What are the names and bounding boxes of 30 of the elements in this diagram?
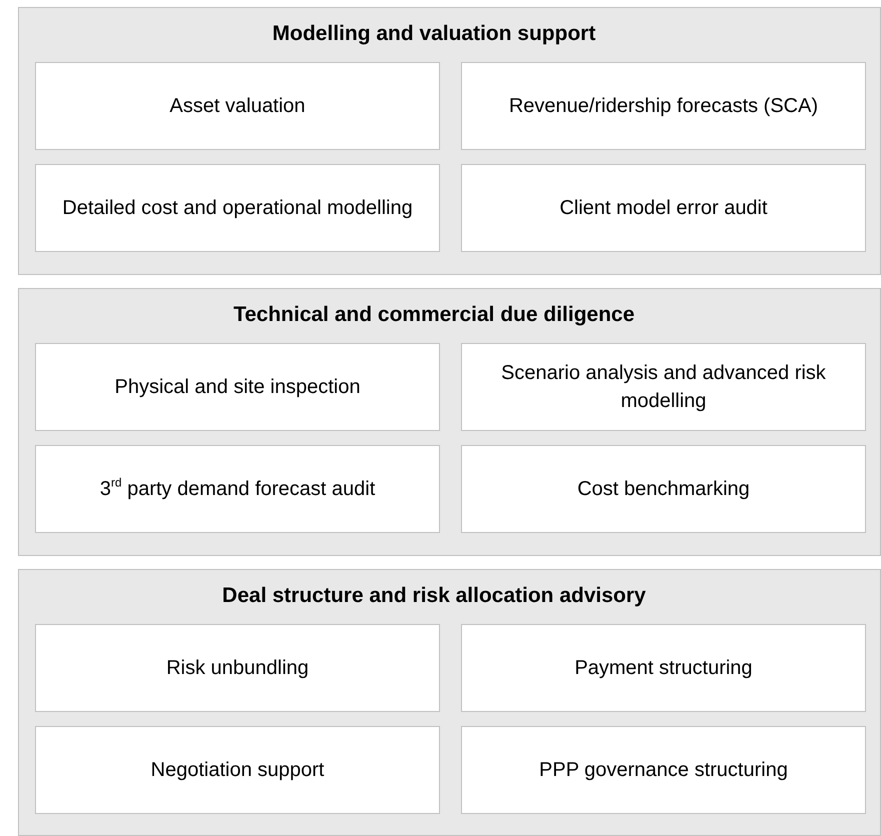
group-panel — [18, 569, 881, 836]
service-box — [461, 445, 866, 533]
service-box — [461, 726, 866, 814]
box-label: Detailed cost and operational modelling — [61, 196, 414, 221]
box-label: Client model error audit — [558, 196, 768, 221]
panel-heading: Technical and commercial due diligence — [232, 303, 636, 327]
service-box — [35, 164, 440, 252]
box-label: Payment structuring — [574, 656, 754, 681]
service-box — [461, 343, 866, 431]
box-label: 3$^{rd}$ party demand forecast audit — [98, 475, 376, 502]
box-label: Revenue/ridership forecasts (SCA) — [508, 94, 819, 119]
service-box — [461, 62, 866, 150]
box-label: Asset valuation — [168, 94, 306, 119]
group-panel — [18, 7, 881, 275]
service-box — [35, 624, 440, 712]
box-label: Risk unbundling — [165, 656, 310, 681]
service-box — [35, 726, 440, 814]
panel-heading: Deal structure and risk allocation advisory — [221, 584, 647, 608]
box-label: Physical and site inspection — [114, 375, 362, 400]
box-label: PPP governance structuring — [538, 758, 789, 783]
service-box — [461, 624, 866, 712]
box-label: Cost benchmarking — [576, 477, 751, 502]
box-label: Negotiation support — [150, 758, 326, 783]
service-box — [35, 62, 440, 150]
box-label: Scenario analysis and advanced risk modelling — [500, 361, 827, 414]
panel-heading: Modelling and valuation support — [271, 22, 597, 46]
group-panel — [18, 288, 881, 556]
service-box — [35, 343, 440, 431]
service-box — [35, 445, 440, 533]
service-box — [461, 164, 866, 252]
